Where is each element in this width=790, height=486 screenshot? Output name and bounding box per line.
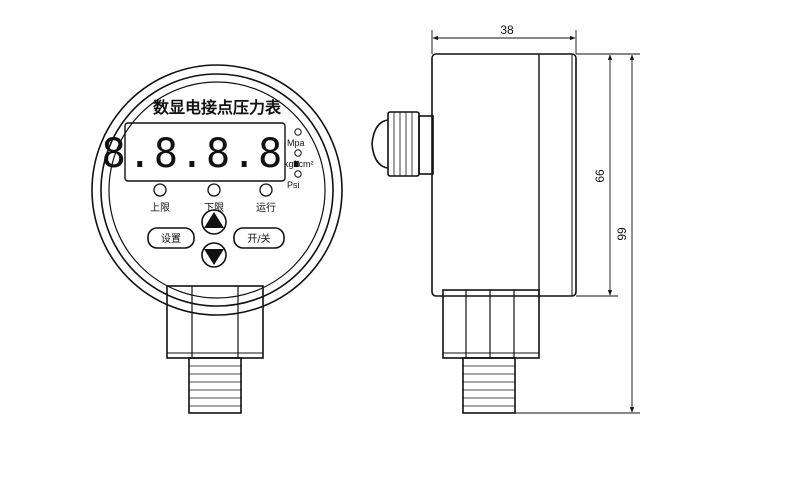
side-body: [431, 53, 577, 297]
dimension-depth: 38: [500, 23, 514, 37]
led-digits: 8.8.8.8.: [102, 131, 311, 177]
down-button[interactable]: [201, 242, 227, 268]
gauge-inner-ring: [100, 73, 334, 307]
triangle-up-icon: [204, 212, 224, 228]
toggle-button-label: 开/关: [247, 232, 270, 245]
front-hex-nut: [166, 285, 264, 359]
up-button[interactable]: [201, 209, 227, 235]
set-button-label: 设置: [161, 233, 181, 245]
dimension-overall-height: 99: [615, 227, 629, 241]
cable-gland-base: [418, 115, 434, 175]
side-view: [371, 53, 577, 414]
lower-limit-led: [207, 183, 221, 197]
triangle-down-icon: [204, 249, 224, 265]
run-label: 运行: [256, 201, 276, 214]
side-thread: [462, 357, 516, 414]
unit-label-mpa: Mpa: [287, 138, 305, 148]
unit-led-mpa: [294, 128, 302, 136]
side-hex-nut: [442, 289, 540, 359]
set-button[interactable]: [147, 227, 195, 249]
gauge-face: [108, 81, 326, 299]
cable-gland-nut: [387, 111, 420, 177]
toggle-button[interactable]: [233, 227, 285, 249]
gauge-outer-ring: [91, 64, 343, 316]
front-view: [91, 64, 343, 316]
led-display-window: [124, 122, 286, 182]
front-thread: [188, 357, 242, 414]
gauge-title: 数显电接点压力表: [153, 98, 282, 117]
unit-led-psi: [294, 170, 302, 178]
upper-limit-label: 上限: [150, 202, 170, 214]
unit-led-kgf: [294, 149, 302, 157]
dimension-body-height: 66: [593, 169, 607, 183]
cable-gland-cap: [371, 119, 389, 169]
unit-label-psi: Psi: [287, 180, 300, 190]
upper-limit-led: [153, 183, 167, 197]
dimension-lines: [431, 30, 640, 414]
unit-label-kgf: kgf/cm²: [284, 159, 314, 169]
run-led: [259, 183, 273, 197]
